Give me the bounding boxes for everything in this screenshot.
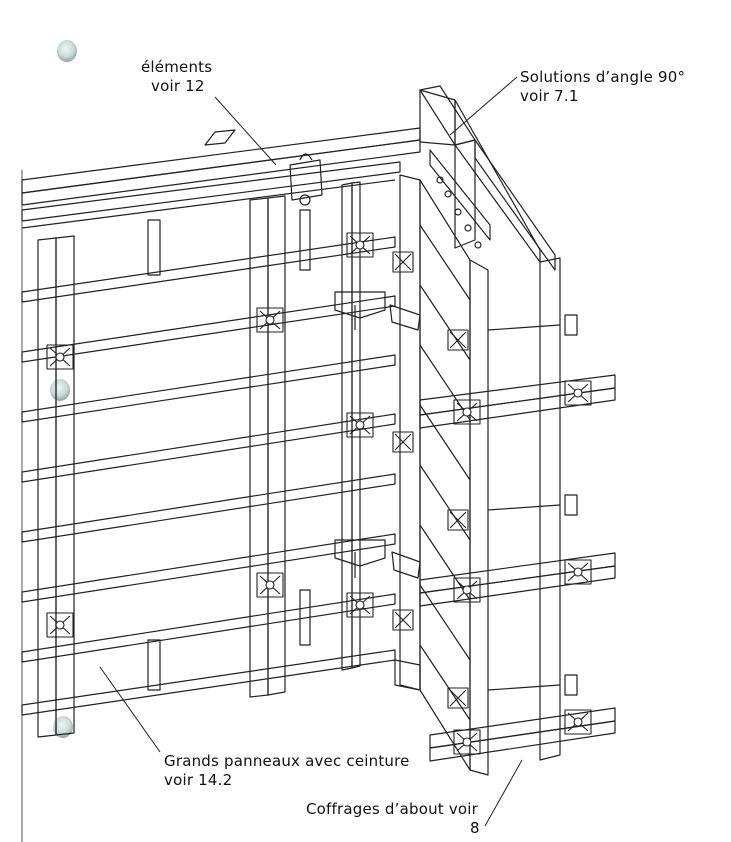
connectors [289,153,421,579]
end-walers [419,374,616,762]
elements-label-line1: éléments [141,58,213,76]
binder-hole-icon [53,716,73,738]
angle-solution [419,85,556,271]
end-formwork-label-line2: 8 [470,819,480,837]
leader-lines [99,76,523,827]
large-panels-label: Grands panneaux avec ceinture voir 14.2 [164,752,410,790]
long-wall-ribs [21,209,396,716]
vertical-uprights [37,181,361,738]
end-wall-panel [394,174,578,776]
elements-label: éléments voir 12 [141,58,212,96]
large-panels-label-line1: Grands panneaux avec ceinture [164,752,410,770]
large-panels-label-line2: voir 14.2 [164,771,233,789]
clamps [46,232,592,755]
elements-label-line2: voir 12 [151,77,205,95]
end-formwork-label-line1: Coffrages d’about voir [306,800,479,818]
angle-solutions-label-line2: voir 7.1 [520,87,579,105]
binder-hole-icon [50,379,70,401]
angle-solutions-label-line1: Solutions d’angle 90° [520,68,686,86]
end-formwork-label: Coffrages d’about voir 8 [306,800,480,838]
angle-solutions-label: Solutions d’angle 90° voir 7.1 [520,68,685,106]
binder-hole-icon [57,40,77,62]
